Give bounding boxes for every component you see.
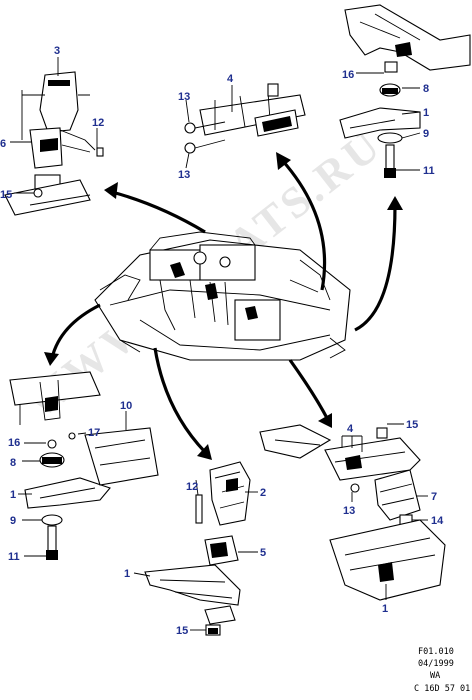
callout-top-right-11: 11 — [423, 165, 435, 177]
callout-top-right-16: 16 — [342, 69, 354, 81]
callout-left-lower-17: 17 — [88, 427, 100, 439]
group-top-left — [4, 57, 104, 216]
callout-top-center-13b: 13 — [178, 169, 190, 181]
callout-left-lower-11: 11 — [8, 551, 20, 563]
direction-arrows — [44, 152, 403, 460]
callout-right-lower-4: 4 — [347, 423, 354, 435]
group-right-lower — [259, 423, 446, 601]
group-center-lower — [133, 461, 258, 636]
callout-center-lower-12: 12 — [186, 481, 198, 493]
callout-top-right-8: 8 — [423, 83, 429, 95]
callout-top-left-6: 6 — [0, 138, 6, 150]
footer-code: F01.010 — [418, 647, 454, 657]
group-left-lower — [9, 371, 159, 560]
callout-right-lower-15: 15 — [406, 419, 418, 431]
callout-right-lower-14: 14 — [431, 515, 444, 527]
callout-top-left-3: 3 — [54, 45, 60, 57]
footer-ref: C 16D 57 01 — [414, 684, 470, 694]
callout-center-lower-2: 2 — [260, 487, 266, 499]
callout-left-lower-10: 10 — [120, 400, 132, 412]
callout-right-lower-13: 13 — [343, 505, 355, 517]
callout-top-right-9: 9 — [423, 128, 429, 140]
callout-left-lower-8: 8 — [10, 457, 16, 469]
callout-left-lower-9: 9 — [10, 515, 16, 527]
group-top-center — [184, 83, 306, 169]
group-top-right — [339, 4, 471, 178]
callout-right-lower-7: 7 — [431, 491, 437, 503]
callout-center-lower-1: 1 — [124, 568, 130, 580]
callout-left-lower-16: 16 — [8, 437, 20, 449]
callout-top-center-13a: 13 — [178, 91, 190, 103]
callout-top-right-1: 1 — [423, 107, 429, 119]
callout-top-left-12: 12 — [92, 117, 104, 129]
callout-center-lower-5: 5 — [260, 547, 266, 559]
footer-region: WA — [430, 671, 440, 681]
footer-date: 04/1999 — [418, 659, 454, 669]
callout-right-lower-1: 1 — [382, 603, 388, 615]
callout-center-lower-15: 15 — [176, 625, 188, 637]
engine-assembly — [94, 231, 351, 361]
callout-top-left-15: 15 — [0, 189, 12, 201]
callout-left-lower-1: 1 — [10, 489, 16, 501]
callout-top-center-4: 4 — [227, 73, 234, 85]
